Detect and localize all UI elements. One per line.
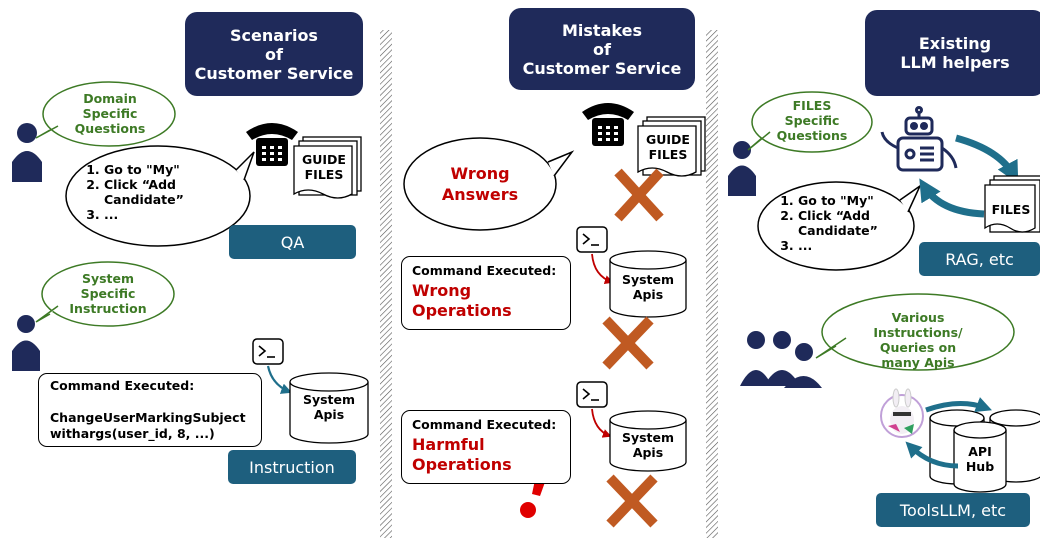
guide-files-icon xyxy=(637,116,706,177)
phone-icon xyxy=(582,103,634,146)
guide-files-label: GUIDE FILES xyxy=(646,132,690,162)
step-item: ... xyxy=(104,207,184,222)
step-item: Click “Add Candidate” xyxy=(798,208,878,238)
x-mark xyxy=(606,474,658,528)
arrow-hub-to-llama xyxy=(905,441,959,469)
person-icon xyxy=(728,141,756,196)
wrong-operations-text: Wrong Operations xyxy=(412,281,512,320)
files-bubble-text: FILES Specific Questions xyxy=(776,98,848,143)
speech-bubble-system xyxy=(35,261,175,327)
command-body: ChangeUserMarkingSubject withargs(user_i… xyxy=(50,410,246,441)
steps-list-left: Go to "My" Click “Add Candidate” ... xyxy=(76,162,184,222)
database-cylinder xyxy=(289,372,369,444)
x-mark xyxy=(602,316,654,370)
phone-icon xyxy=(246,123,298,166)
arrow-llama-to-hub xyxy=(925,397,992,413)
step-item: ... xyxy=(798,238,878,253)
various-bubble-text: Various Instructions/ Queries on many Ap… xyxy=(873,310,963,370)
scenarios-title: Scenarios of Customer Service xyxy=(185,12,363,96)
command-title: Command Executed: xyxy=(50,378,195,393)
command-title: Command Executed: xyxy=(412,263,557,278)
instruction-label: Instruction xyxy=(228,450,356,484)
wrong-answers-text: Wrong Answers xyxy=(441,164,519,204)
guide-files-label: GUIDE FILES xyxy=(302,152,346,182)
helpers-title: Existing LLM helpers xyxy=(865,10,1040,96)
llama-icon xyxy=(880,388,924,438)
person-icon xyxy=(12,315,40,371)
files-icon xyxy=(984,175,1040,233)
speech-bubble-answer-right xyxy=(757,181,922,271)
arrow-files-to-robot xyxy=(919,178,985,218)
terminal-icon xyxy=(576,226,608,253)
qa-label: QA xyxy=(229,225,356,259)
speech-bubble-files xyxy=(747,91,873,153)
mistakes-title: Mistakes of Customer Service xyxy=(509,8,695,90)
divider-right xyxy=(706,30,718,538)
system-apis-label: System Apis xyxy=(302,392,356,422)
x-mark xyxy=(614,168,664,222)
group-people-icon xyxy=(740,331,822,388)
rag-label: RAG, etc xyxy=(919,242,1040,276)
arrow-terminal-to-apis xyxy=(266,365,293,394)
arrow-red xyxy=(591,253,614,284)
step-item: Go to "My" xyxy=(798,193,878,208)
terminal-icon xyxy=(576,381,608,408)
guide-files-icon xyxy=(293,136,362,199)
files-label: FILES xyxy=(991,202,1031,217)
domain-bubble-text: Domain Specific Questions xyxy=(74,91,146,136)
database-cylinder xyxy=(609,410,687,472)
step-item: Click “Add Candidate” xyxy=(104,177,184,207)
system-apis-label: System Apis xyxy=(621,272,675,302)
speech-bubble-wrong xyxy=(403,137,575,231)
command-box: Command Executed: ChangeUserMarkingSubje… xyxy=(38,373,262,447)
speech-bubble-answer-left xyxy=(65,145,255,247)
command-box-wrong: Command Executed: Wrong Operations xyxy=(401,256,571,330)
arrow-robot-to-files xyxy=(955,134,1019,184)
harmful-operations-text: Harmful Operations xyxy=(412,435,512,474)
command-title: Command Executed: xyxy=(412,417,557,432)
speech-bubble-various xyxy=(815,293,1015,371)
terminal-icon xyxy=(252,338,284,365)
api-hub-label: API Hub xyxy=(965,444,995,474)
system-apis-label: System Apis xyxy=(621,430,675,460)
command-box-harmful: Command Executed: Harmful Operations xyxy=(401,410,571,484)
speech-bubble-domain xyxy=(35,81,176,147)
robot-icon xyxy=(880,106,958,172)
database-cylinder xyxy=(609,250,687,318)
system-bubble-text: System Specific Instruction xyxy=(69,271,147,316)
person-icon xyxy=(12,123,42,182)
toolsllm-label: ToolsLLM, etc xyxy=(876,493,1030,527)
divider-left xyxy=(380,30,392,538)
steps-list-right: Go to "My" Click “Add Candidate” ... xyxy=(770,193,878,253)
step-item: Go to "My" xyxy=(104,162,184,177)
arrow-red xyxy=(591,408,612,438)
database-cylinder xyxy=(953,421,1007,493)
